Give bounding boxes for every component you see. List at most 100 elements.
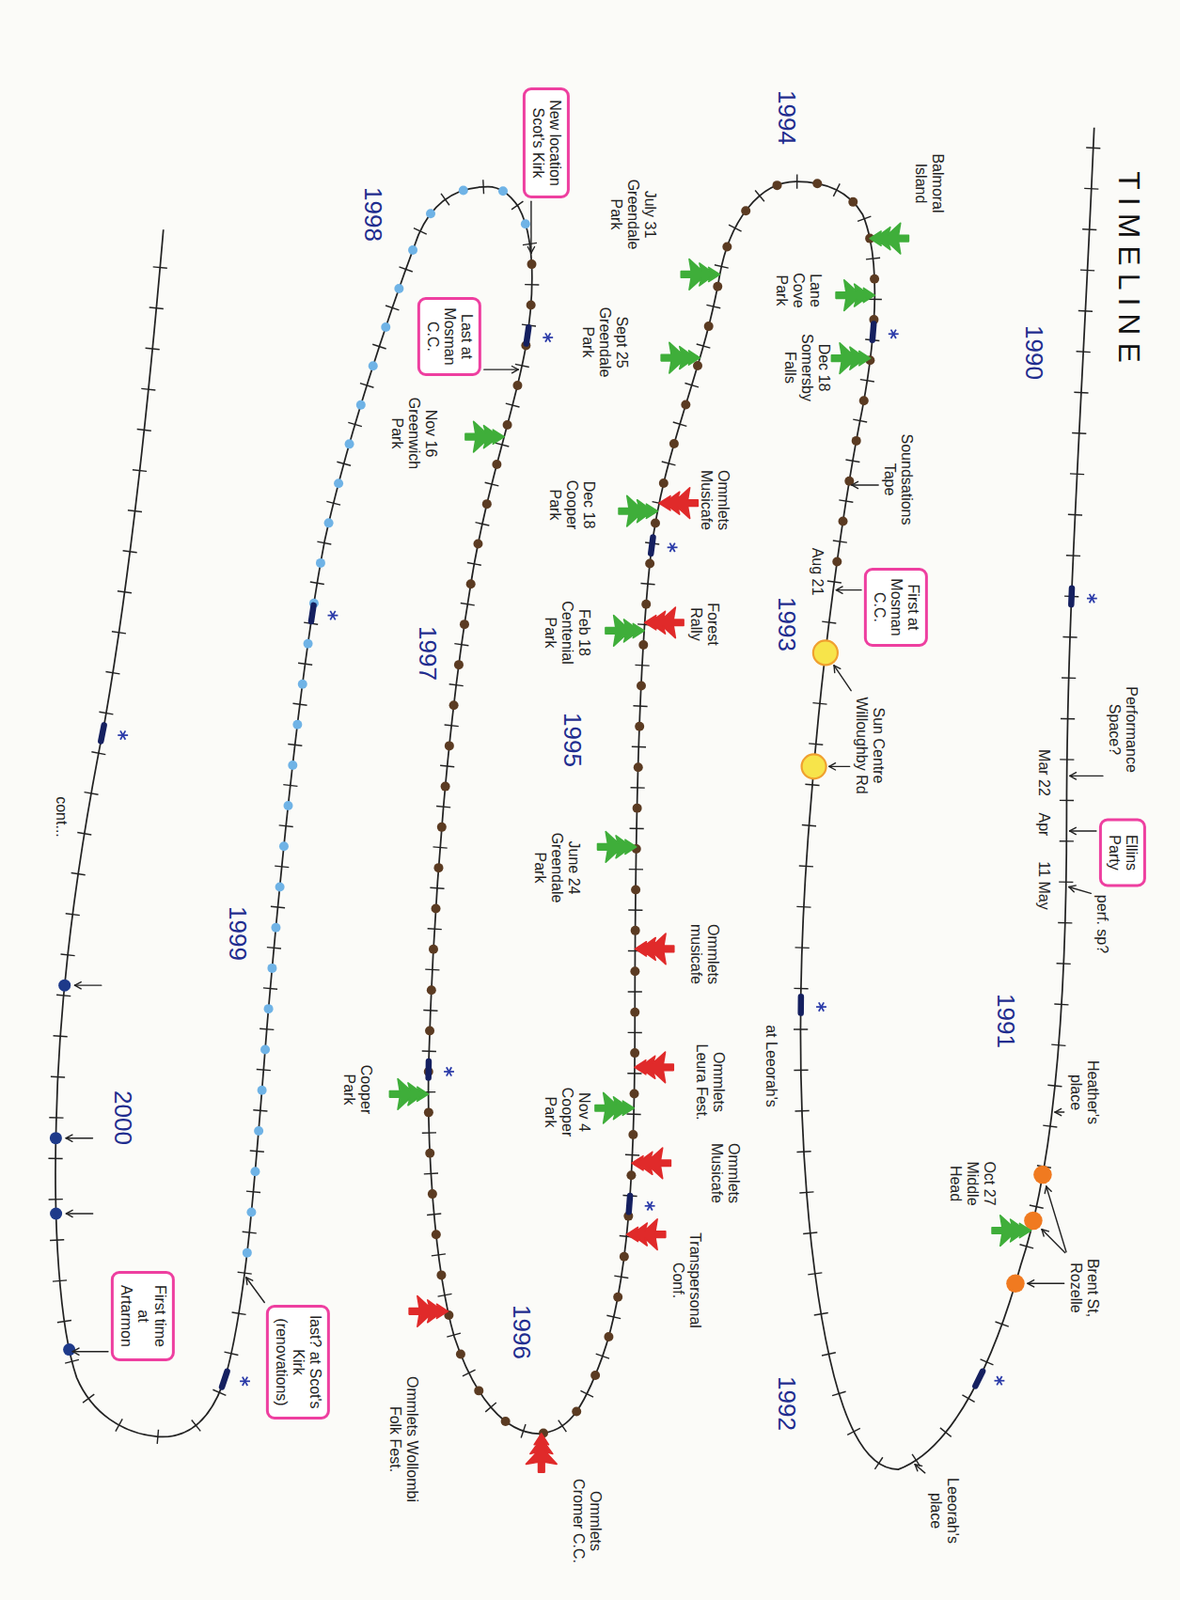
brown-dot bbox=[428, 944, 439, 955]
asterisk-mark bbox=[646, 1201, 652, 1211]
red-tree-marker bbox=[645, 607, 684, 639]
month-tick bbox=[283, 785, 298, 787]
blue-dot bbox=[520, 219, 531, 229]
asterisk-mark bbox=[545, 332, 551, 342]
brown-dot bbox=[636, 680, 646, 691]
month-tick bbox=[1073, 391, 1088, 394]
month-tick bbox=[47, 1158, 63, 1161]
blue-dot bbox=[270, 923, 281, 933]
event-label: at Leeorah's bbox=[762, 1025, 780, 1109]
leader-arrow-head bbox=[833, 665, 841, 669]
blue-dot bbox=[246, 1207, 256, 1217]
leader-arrow-head bbox=[1069, 772, 1077, 777]
leader-arrow-head bbox=[835, 586, 843, 591]
leader-arrow-head bbox=[1044, 1186, 1047, 1194]
month-tick bbox=[628, 909, 643, 912]
month-tick bbox=[626, 1113, 641, 1116]
month-tick bbox=[460, 603, 475, 606]
blue-dot bbox=[267, 963, 277, 974]
year-label: 2000 bbox=[109, 1090, 137, 1146]
month-tick bbox=[714, 265, 729, 268]
brown-dot bbox=[628, 1130, 638, 1140]
blue-dot bbox=[279, 841, 289, 851]
month-tick bbox=[631, 746, 646, 749]
month-tick bbox=[426, 1213, 441, 1215]
callout-text: First at Mosman C.C. bbox=[870, 576, 922, 639]
event-label: Leeorah's place bbox=[927, 1475, 961, 1546]
month-tick bbox=[256, 1069, 271, 1070]
month-tick bbox=[596, 1353, 610, 1359]
event-label: July 31 Greendale Park bbox=[607, 175, 659, 253]
asterisk-mark bbox=[1089, 594, 1095, 603]
month-tick bbox=[50, 1076, 65, 1079]
month-tick bbox=[706, 304, 721, 308]
leader-arrow bbox=[1027, 1283, 1065, 1285]
month-tick bbox=[802, 825, 817, 827]
month-tick bbox=[1068, 514, 1083, 517]
year-bar bbox=[1068, 588, 1075, 605]
green-tree-marker bbox=[680, 259, 720, 291]
green-tree-marker bbox=[831, 343, 870, 375]
event-label: Nov 16 Greenwich Park bbox=[388, 393, 440, 474]
asterisk-mark bbox=[818, 1002, 824, 1011]
brown-dot bbox=[634, 722, 645, 732]
brown-dot bbox=[692, 361, 703, 371]
event-label: Brent St, Rozelle bbox=[1067, 1255, 1102, 1322]
month-tick bbox=[398, 267, 412, 272]
month-tick bbox=[845, 459, 860, 463]
year-label: 1991 bbox=[991, 993, 1020, 1049]
leader-arrow-head bbox=[829, 763, 836, 768]
month-tick bbox=[298, 662, 313, 665]
month-tick bbox=[807, 1273, 822, 1275]
event-label: Transpersonal Conf. bbox=[669, 1227, 704, 1334]
event-label: cont... bbox=[52, 796, 70, 838]
month-tick bbox=[812, 703, 827, 706]
blue-dot bbox=[264, 1004, 274, 1014]
red-tree-marker bbox=[631, 1148, 671, 1180]
year-label: 1996 bbox=[506, 1305, 535, 1360]
navy-dot bbox=[62, 1343, 76, 1356]
green-tree-marker bbox=[991, 1215, 1031, 1247]
event-label: Oct 27 Middle Head bbox=[946, 1157, 998, 1211]
blue-dot bbox=[292, 720, 302, 730]
month-tick bbox=[799, 1192, 814, 1194]
month-tick bbox=[157, 1430, 158, 1445]
month-tick bbox=[53, 1036, 68, 1038]
month-tick bbox=[860, 379, 875, 382]
month-tick bbox=[237, 1272, 252, 1275]
event-label: perf. sp? bbox=[1094, 894, 1112, 953]
asterisk-mark bbox=[996, 1376, 1002, 1385]
asterisk-mark bbox=[669, 543, 675, 552]
navy-dot bbox=[58, 979, 71, 992]
month-tick bbox=[224, 1352, 239, 1355]
event-label: Aug 21 bbox=[808, 548, 826, 597]
title: TIMELINE bbox=[1111, 171, 1146, 371]
asterisk-mark bbox=[120, 730, 126, 740]
asterisk-mark bbox=[446, 1067, 452, 1076]
blue-dot bbox=[242, 1248, 252, 1259]
brown-dot bbox=[633, 762, 644, 772]
event-label: Ommlets Cromer C.C. bbox=[569, 1476, 604, 1567]
month-tick bbox=[232, 1312, 247, 1315]
callout-text: last? at Scot's Kirk (renovations) bbox=[272, 1313, 324, 1412]
year-bar bbox=[872, 323, 874, 340]
year-label: 1998 bbox=[359, 187, 387, 242]
green-tree-marker bbox=[597, 832, 637, 864]
brown-dot bbox=[444, 740, 455, 751]
brown-dot bbox=[571, 1406, 582, 1416]
leader-arrow-head bbox=[1054, 1112, 1062, 1117]
month-tick bbox=[1042, 1125, 1057, 1128]
leader-arrow bbox=[1069, 830, 1097, 832]
blue-dot bbox=[253, 1126, 264, 1136]
leader-arrow-head bbox=[1069, 887, 1074, 893]
month-tick bbox=[91, 752, 106, 756]
month-tick bbox=[1051, 1044, 1066, 1046]
event-label: June 24 Greendale Park bbox=[531, 829, 583, 907]
month-tick bbox=[250, 1150, 265, 1152]
leader-arrow-head bbox=[1027, 1283, 1035, 1288]
brown-dot bbox=[722, 242, 732, 252]
callout-text: First time at Artarmon bbox=[117, 1279, 169, 1354]
month-tick bbox=[634, 664, 649, 667]
month-tick bbox=[1085, 146, 1101, 149]
brown-dot bbox=[626, 1170, 636, 1180]
